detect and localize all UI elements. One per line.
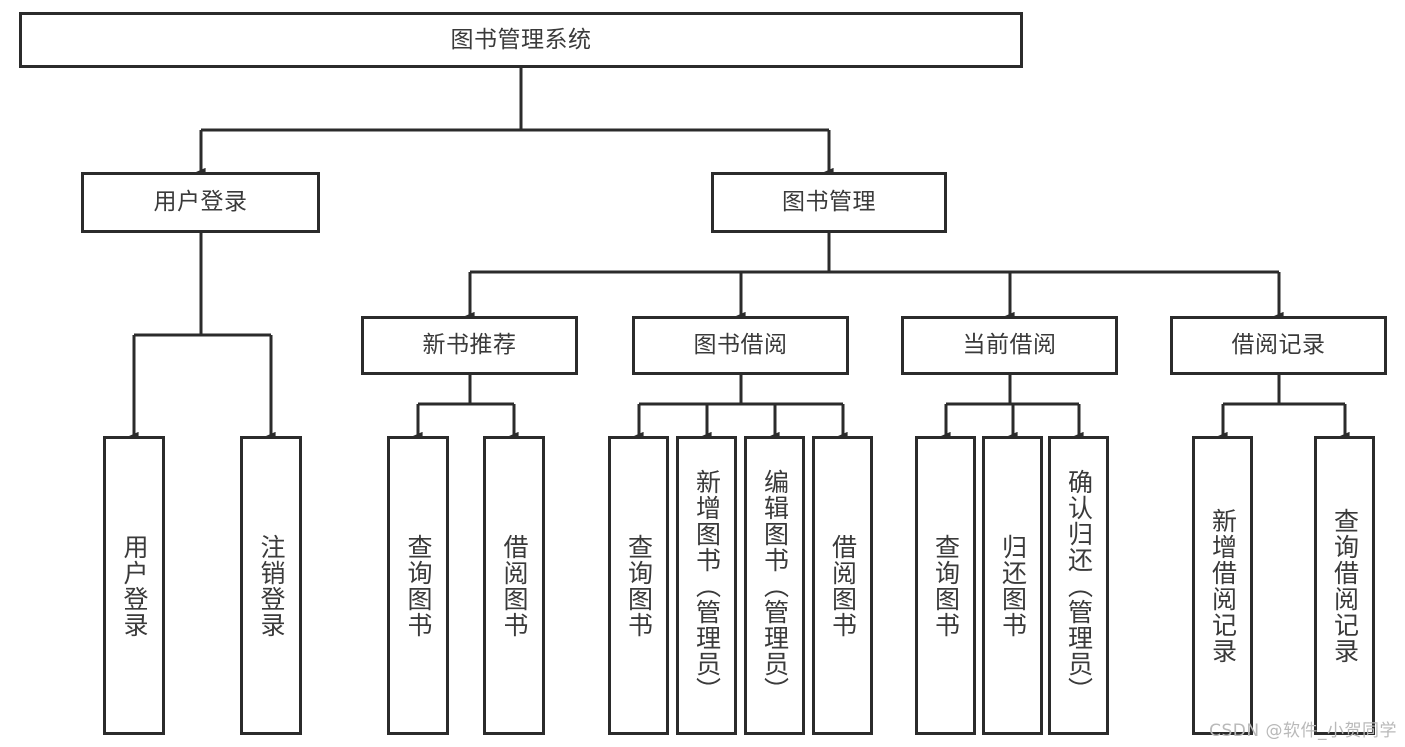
node-leaf-query-borrow-record[interactable]: 查询借阅记录 <box>1314 436 1375 735</box>
node-leaf-logout[interactable]: 注销登录 <box>240 436 302 735</box>
node-label: 编辑图书（管理员） <box>760 468 790 703</box>
node-label: 新书推荐 <box>422 332 517 359</box>
node-leaf-return-book[interactable]: 归还图书 <box>982 436 1043 735</box>
node-label: 图书管理 <box>782 189 876 216</box>
node-new-book-recommend[interactable]: 新书推荐 <box>361 316 578 375</box>
node-label: 当前借阅 <box>962 332 1057 359</box>
node-leaf-borrow-book-2[interactable]: 借阅图书 <box>812 436 873 735</box>
node-label: 查询图书 <box>931 533 961 638</box>
node-leaf-edit-book-admin[interactable]: 编辑图书（管理员） <box>744 436 805 735</box>
node-label: 图书管理系统 <box>450 26 592 53</box>
node-label: 新增图书（管理员） <box>692 468 722 703</box>
watermark-text: CSDN @软件_小贺同学 <box>1209 721 1397 741</box>
node-label: 确认归还（管理员） <box>1064 468 1094 703</box>
node-label: 借阅图书 <box>500 533 529 638</box>
node-leaf-query-book-1[interactable]: 查询图书 <box>387 436 449 735</box>
node-label: 归还图书 <box>998 533 1028 638</box>
node-label: 用户登录 <box>153 189 248 216</box>
node-leaf-add-book-admin[interactable]: 新增图书（管理员） <box>676 436 737 735</box>
node-label: 查询借阅记录 <box>1330 507 1360 664</box>
node-leaf-user-login[interactable]: 用户登录 <box>103 436 165 735</box>
node-label: 图书借阅 <box>693 332 788 359</box>
node-leaf-borrow-book-1[interactable]: 借阅图书 <box>483 436 545 735</box>
node-borrow-record[interactable]: 借阅记录 <box>1170 316 1387 375</box>
node-leaf-add-borrow-record[interactable]: 新增借阅记录 <box>1192 436 1253 735</box>
node-book-borrow[interactable]: 图书借阅 <box>632 316 849 375</box>
node-label: 借阅图书 <box>828 533 858 638</box>
node-root[interactable]: 图书管理系统 <box>19 12 1023 68</box>
node-label: 用户登录 <box>120 533 149 638</box>
node-label: 新增借阅记录 <box>1208 507 1238 664</box>
node-leaf-query-book-2[interactable]: 查询图书 <box>608 436 669 735</box>
node-book-manage[interactable]: 图书管理 <box>711 172 947 233</box>
node-label: 注销登录 <box>257 533 286 638</box>
node-leaf-confirm-return-admin[interactable]: 确认归还（管理员） <box>1048 436 1109 735</box>
node-current-borrow[interactable]: 当前借阅 <box>901 316 1118 375</box>
node-user-login[interactable]: 用户登录 <box>81 172 320 233</box>
node-label: 查询图书 <box>624 533 654 638</box>
node-leaf-query-book-3[interactable]: 查询图书 <box>915 436 976 735</box>
node-label: 查询图书 <box>404 533 433 638</box>
node-label: 借阅记录 <box>1231 332 1326 359</box>
